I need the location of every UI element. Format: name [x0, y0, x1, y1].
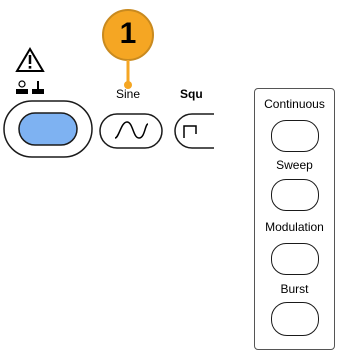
sweep-label: Sweep — [276, 158, 313, 172]
sine-button[interactable] — [99, 104, 163, 154]
modulation-label: Modulation — [265, 220, 324, 234]
warning-triangle-icon — [15, 47, 45, 72]
square-button[interactable] — [174, 104, 214, 154]
modulation-button[interactable] — [271, 243, 319, 275]
burst-button[interactable] — [271, 302, 319, 336]
square-wave-icon — [183, 125, 197, 138]
mode-panel: Continuous Sweep Modulation Burst — [254, 88, 335, 350]
callout-marker — [102, 9, 154, 89]
continuous-button[interactable] — [271, 120, 319, 152]
burst-label: Burst — [280, 282, 309, 296]
sine-wave-icon — [114, 121, 149, 139]
sweep-button[interactable] — [271, 179, 319, 211]
continuous-label: Continuous — [264, 97, 325, 111]
callout-number: 1 — [119, 17, 137, 50]
sine-label: Sine — [115, 87, 141, 101]
ground-symbol-icon — [16, 80, 44, 94]
square-label: Squ — [180, 87, 203, 101]
output-button[interactable] — [3, 100, 93, 158]
